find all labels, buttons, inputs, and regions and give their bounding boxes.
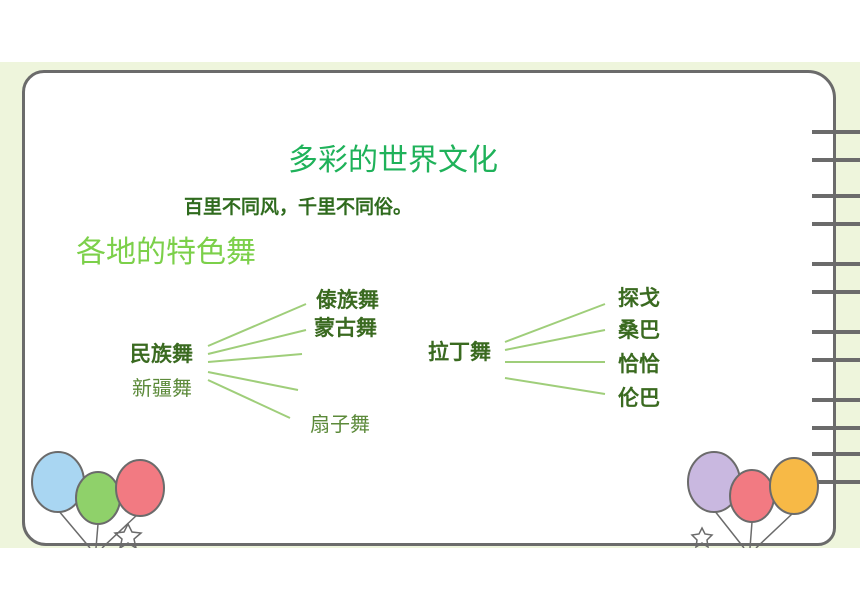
- node-fan-dance: 扇子舞: [310, 412, 370, 436]
- balloon-icon: [769, 457, 819, 515]
- binding-ring: [812, 452, 860, 484]
- balloon-icon: [115, 459, 165, 517]
- connector-line: [207, 303, 307, 347]
- binding-ring: [812, 130, 860, 162]
- star-icon: [690, 526, 714, 548]
- binding-ring: [812, 398, 860, 430]
- node-xinjiang-dance: 新疆舞: [132, 376, 192, 400]
- balloon-icon: [729, 469, 775, 523]
- connector-line: [207, 329, 307, 355]
- node-root-folk-dance: 民族舞: [130, 342, 193, 366]
- star-icon: [113, 522, 143, 548]
- connector-line: [504, 329, 606, 351]
- binding-ring: [812, 330, 860, 362]
- connector-line: [504, 377, 606, 395]
- node-mongolian-dance: 蒙古舞: [314, 316, 377, 340]
- connector-line: [207, 371, 299, 391]
- slide-title: 多彩的世界文化: [288, 143, 498, 178]
- node-samba: 桑巴: [618, 318, 660, 342]
- node-rumba: 伦巴: [618, 386, 660, 410]
- node-tango: 探戈: [618, 286, 660, 310]
- connector-line: [504, 303, 606, 343]
- section-heading: 各地的特色舞: [76, 235, 256, 270]
- node-chacha: 恰恰: [618, 352, 660, 376]
- balloon-icon: [75, 471, 121, 525]
- node-root-latin-dance: 拉丁舞: [428, 340, 491, 364]
- node-dai-dance: 傣族舞: [316, 288, 379, 312]
- slide-subtitle: 百里不同风，千里不同俗。: [184, 196, 413, 218]
- connector-line: [207, 353, 303, 363]
- balloon-cluster-left: [31, 451, 165, 548]
- balloon-cluster-right: [687, 451, 819, 548]
- binding-ring: [812, 194, 860, 226]
- binding-ring: [812, 262, 860, 294]
- connector-line: [207, 379, 291, 419]
